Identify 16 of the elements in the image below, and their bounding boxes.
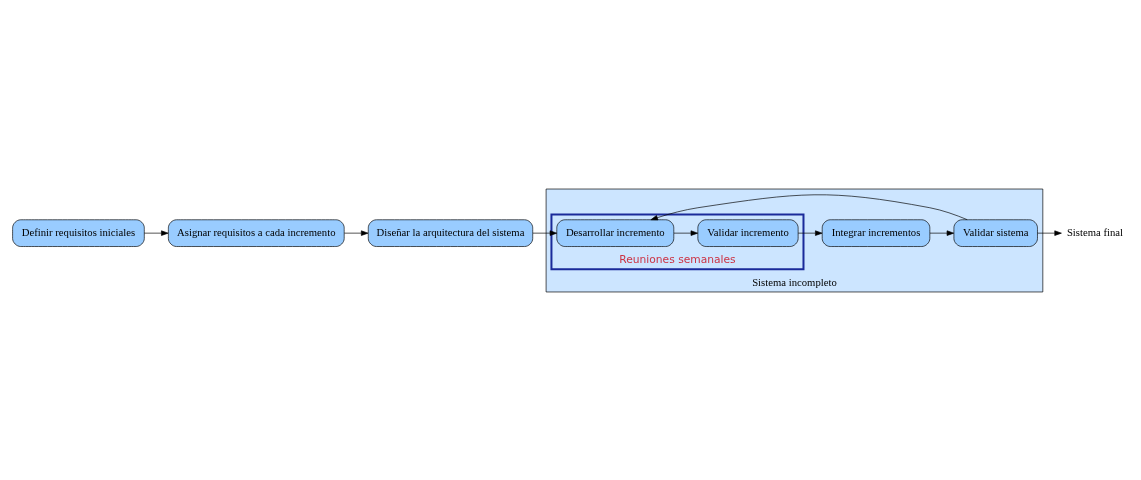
node-box: Diseñar la arquitectura del sistema (367, 218, 534, 247)
node-box: Integrar incrementos (821, 218, 931, 247)
node-box: Definir requisitos iniciales (12, 218, 145, 247)
arrow (144, 229, 169, 236)
arrow (929, 229, 955, 236)
node-text: Sistema final (1066, 225, 1124, 238)
node-box: Validar incremento (697, 218, 799, 247)
arrow (797, 229, 823, 236)
node-box: Desarrollar incremento (556, 218, 675, 247)
arrow (532, 229, 558, 236)
arrow (344, 229, 369, 236)
arrow (1037, 229, 1062, 236)
node-box: Asignar requisitos a cada incremento (168, 218, 345, 247)
arrow (650, 193, 968, 220)
node-box: Validar sistema (953, 218, 1038, 247)
arrow (673, 229, 698, 236)
